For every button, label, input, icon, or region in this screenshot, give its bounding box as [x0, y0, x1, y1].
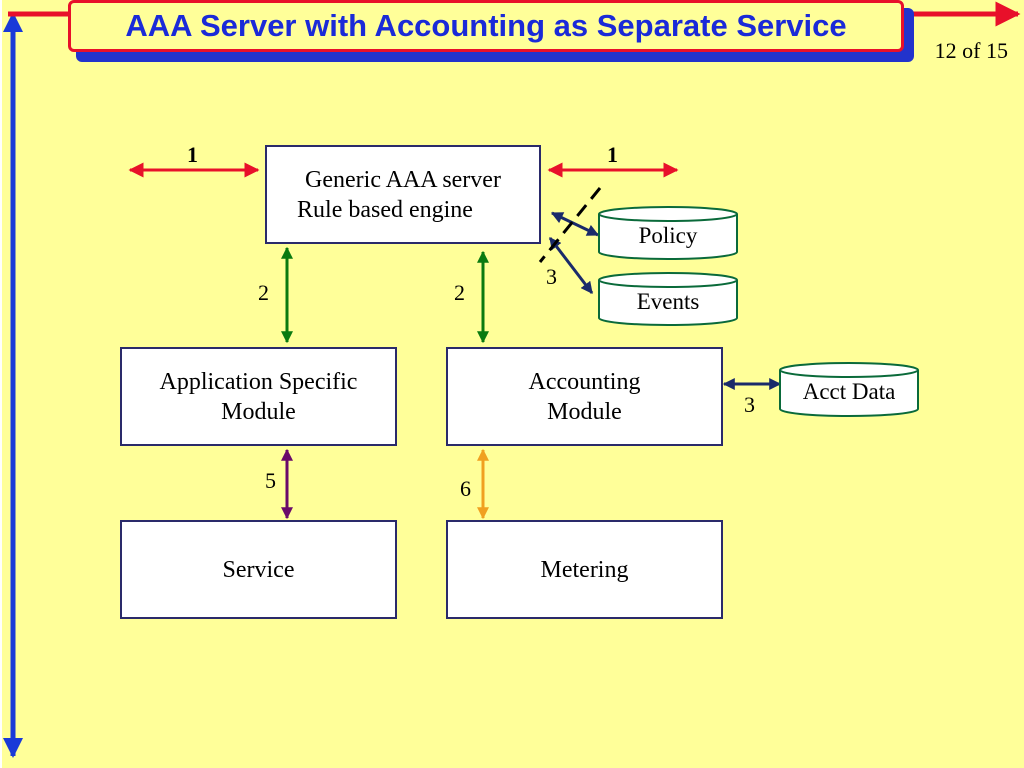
service-label: Service — [222, 556, 295, 583]
label-left-top: 1 — [187, 142, 198, 167]
label-left-mid: 2 — [258, 280, 269, 305]
arrow-aaa-to-policy — [550, 211, 600, 237]
aaa-server-line2: Rule based engine — [297, 196, 473, 223]
acct-data-database-icon — [779, 362, 919, 417]
policy-database-icon — [598, 206, 738, 260]
aaa-server-line1: Generic AAA server — [305, 166, 501, 193]
policy-label: Policy — [638, 223, 698, 248]
title-box: AAA Server with Accounting as Separate S… — [68, 0, 904, 52]
accounting-module-box: Accounting Module — [446, 347, 723, 446]
acct-module-line2: Module — [547, 398, 622, 425]
metering-box: Metering — [446, 520, 723, 619]
label-acct-data: 3 — [744, 392, 755, 417]
label-right-top: 1 — [607, 142, 618, 167]
page-title: AAA Server with Accounting as Separate S… — [125, 8, 847, 43]
acct-module-line1: Accounting — [528, 368, 641, 395]
page-number: 12 of 15 — [934, 38, 1008, 63]
generic-aaa-server-box: Generic AAA server Rule based engine — [265, 145, 541, 244]
events-label: Events — [636, 289, 700, 314]
metering-label: Metering — [540, 556, 629, 583]
dashed-separator — [538, 187, 602, 263]
app-module-line2: Module — [221, 398, 296, 425]
label-right-mid: 2 — [454, 280, 465, 305]
app-module-line1: Application Specific — [159, 368, 358, 395]
application-specific-module-box: Application Specific Module — [120, 347, 397, 446]
label-policy-events: 3 — [546, 264, 557, 289]
service-box: Service — [120, 520, 397, 619]
label-acct-metering: 6 — [460, 476, 471, 501]
acct-data-label: Acct Data — [802, 379, 896, 404]
label-app-service: 5 — [265, 468, 276, 493]
events-database-icon — [598, 272, 738, 326]
arrow-aaa-to-events — [548, 237, 594, 294]
